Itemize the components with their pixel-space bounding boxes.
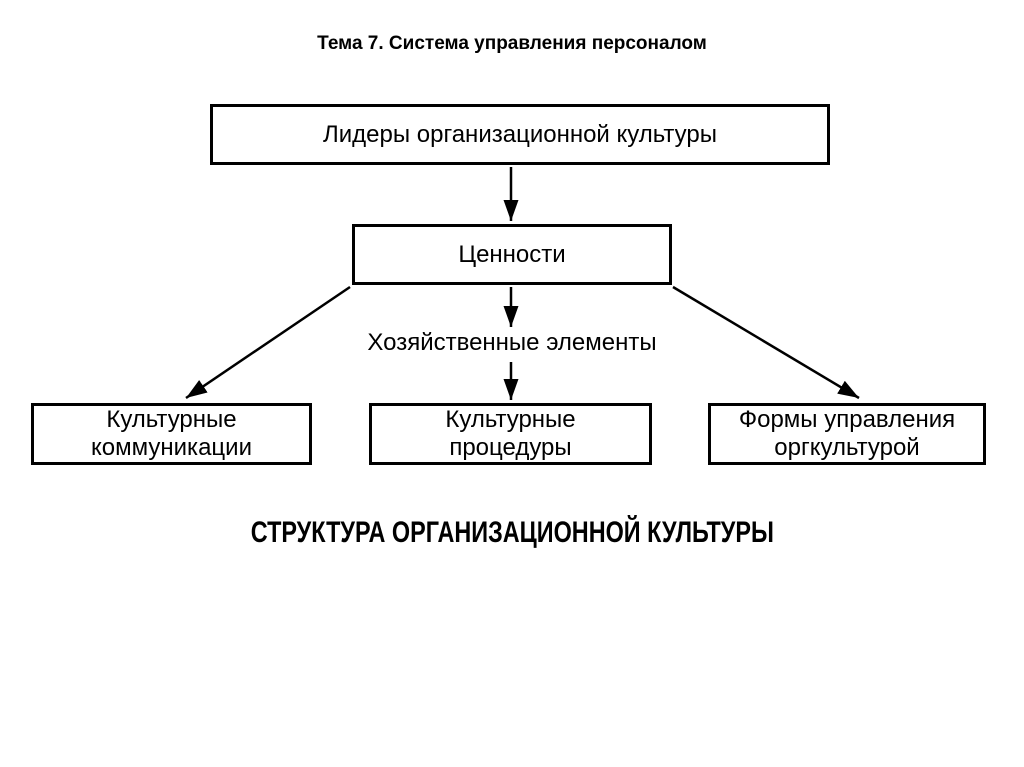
node-cultural-communications: Культурные коммуникации (31, 403, 312, 465)
node-economic-elements: Хозяйственные элементы (367, 329, 657, 356)
node-orgculture-management-forms: Формы управления оргкультурой (708, 403, 986, 465)
structure-heading: СТРУКТУРА ОРГАНИЗАЦИОННОЙ КУЛЬТУРЫ (0, 517, 1024, 549)
node-leaders: Лидеры организационной культуры (210, 104, 830, 165)
node-values: Ценности (352, 224, 672, 285)
structure-heading-text: СТРУКТУРА ОРГАНИЗАЦИОННОЙ КУЛЬТУРЫ (250, 516, 774, 549)
slide-title: Тема 7. Система управления персоналом (317, 33, 707, 54)
node-cultural-procedures: Культурные процедуры (369, 403, 652, 465)
